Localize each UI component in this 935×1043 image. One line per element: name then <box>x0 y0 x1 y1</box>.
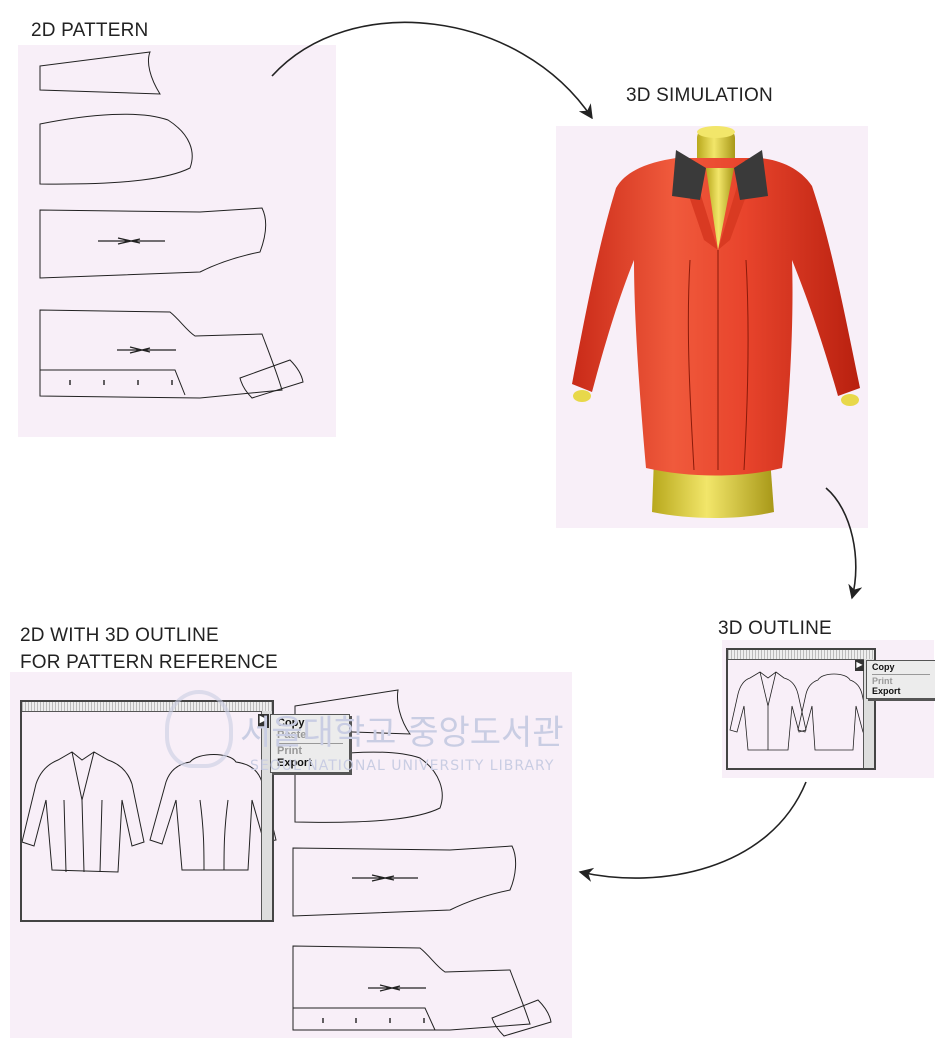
outline-back-small <box>797 673 871 751</box>
pattern-piece-sleeve <box>39 113 193 185</box>
ref-piece-front <box>292 845 517 917</box>
window-scrollbar[interactable] <box>863 659 874 768</box>
context-menu-large: Copy Paste Print Export <box>270 714 350 774</box>
ref-piece-collar <box>294 689 411 735</box>
ref-piece-sleeve <box>294 751 443 823</box>
pattern-2d-panel <box>18 45 336 437</box>
hand-left <box>573 390 591 402</box>
watermark-logo-icon <box>165 690 233 768</box>
menu-item-print[interactable]: Print <box>277 745 303 758</box>
watermark-korean: 서울대학교 중앙도서관 <box>240 713 564 753</box>
outline-3d-window[interactable] <box>726 648 876 770</box>
window-scrollbar[interactable] <box>261 711 272 920</box>
pattern-pieces-bottom <box>292 689 552 1037</box>
hand-right <box>841 394 859 406</box>
ref-piece-back <box>292 945 531 1031</box>
outline-front-large <box>21 751 145 873</box>
jacket-neck-opening <box>706 168 734 250</box>
reference-window[interactable] <box>20 700 274 922</box>
jacket-collar-right <box>734 150 768 200</box>
jacket-3d-model <box>572 126 860 518</box>
jacket-collar-left <box>672 150 706 200</box>
watermark-english: SEOUL NATIONAL UNIVERSITY LIBRARY <box>250 758 555 774</box>
label-3d-simulation: 3D SIMULATION <box>626 85 773 106</box>
pattern-piece-cuff <box>239 359 304 399</box>
context-menu-small: Copy Print Export <box>866 660 935 700</box>
menu-item-export-small[interactable]: Export <box>872 685 901 696</box>
menu-item-paste[interactable]: Paste <box>277 728 307 741</box>
arrow-pattern-to-simulation <box>271 21 593 120</box>
window-title-bar[interactable] <box>22 702 272 712</box>
dart-back <box>117 346 176 354</box>
menu-item-print-small[interactable]: Print <box>872 676 893 687</box>
label-3d-outline: 3D OUTLINE <box>718 618 832 639</box>
pattern-piece-collar <box>39 51 161 95</box>
arrow-simulation-to-outline <box>825 487 863 600</box>
outline-front-small <box>729 671 807 751</box>
ref-piece-cuff <box>491 999 552 1037</box>
pattern-piece-back <box>39 309 283 399</box>
dart-front <box>98 237 165 245</box>
pattern-pieces-top <box>39 51 304 399</box>
pattern-piece-hem-line <box>40 369 186 396</box>
menu-item-export[interactable]: Export <box>277 756 312 769</box>
jacket-body <box>572 158 860 476</box>
label-reference-line2: FOR PATTERN REFERENCE <box>20 652 278 673</box>
menu-item-copy[interactable]: Copy <box>277 717 305 729</box>
arrow-outline-to-reference <box>578 781 807 882</box>
menu-arrow-icon-small[interactable]: ▶ <box>855 660 864 671</box>
menu-item-copy-small[interactable]: Copy <box>872 662 895 672</box>
menu-arrow-icon-large[interactable]: ▶ <box>258 714 269 728</box>
pattern-piece-front <box>39 207 267 279</box>
ref-piece-hem-line <box>293 1007 436 1031</box>
label-2d-pattern: 2D PATTERN <box>31 20 149 41</box>
label-reference-line1: 2D WITH 3D OUTLINE <box>20 625 219 646</box>
window-title-bar[interactable] <box>728 650 874 660</box>
